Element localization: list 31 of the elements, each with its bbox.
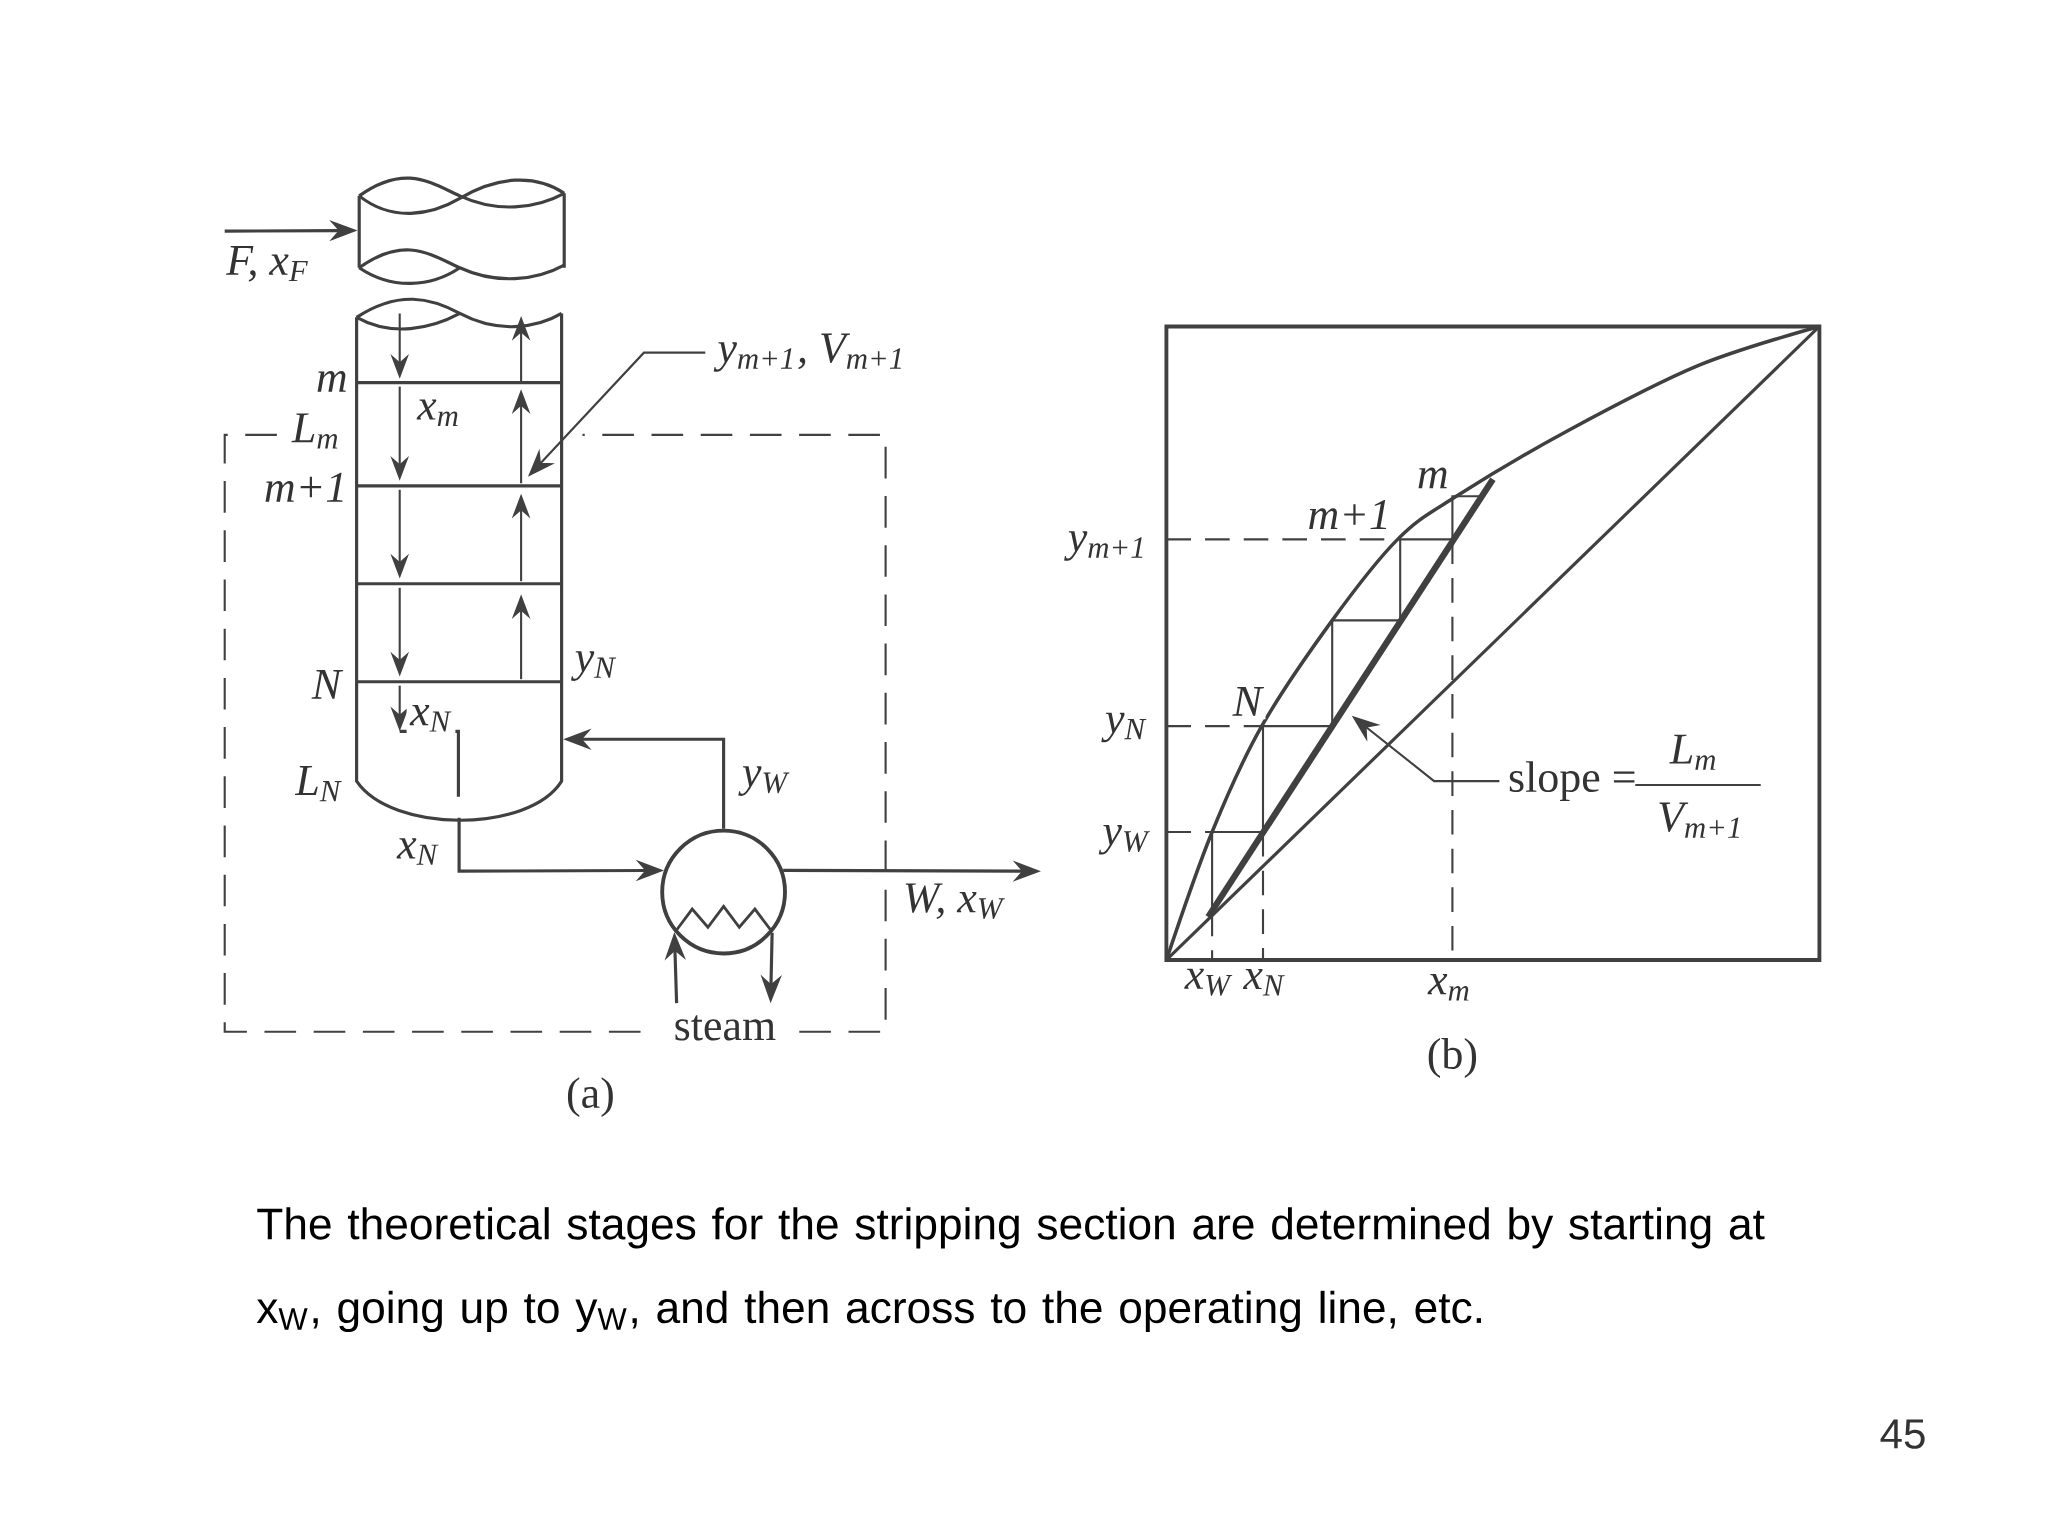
edge-label: W, x$_{W}$: [905, 883, 1005, 919]
stream-label: steam: [663, 1004, 787, 1051]
edge-label: F, x$_{F}$: [226, 246, 308, 282]
reboiler-drawing: [660, 828, 787, 956]
stream-label: x$_{N}$: [406, 701, 456, 736]
panel-label: (b): [1423, 1034, 1482, 1082]
axis-label: y$_{W}$: [1098, 821, 1153, 859]
axis-label: y$_{m+1}$: [1064, 527, 1151, 565]
axis-label: y$_{N}$: [1101, 709, 1151, 746]
stream-label: L$_{N}$: [291, 762, 346, 805]
column-drawing: [355, 297, 564, 822]
panel-label: (a): [562, 1073, 619, 1121]
edge-label: y$_{W}$: [738, 766, 790, 796]
axis-label: x$_{m}$: [1424, 970, 1476, 1005]
page-number: 45: [1876, 1415, 1930, 1453]
axis-label: x$_{W}$: [1181, 965, 1236, 1000]
axis-label: x$_{N}$: [1239, 965, 1289, 999]
stream-label: L$_{m}$: [288, 409, 344, 453]
stream-label: y$_{N}$: [571, 647, 620, 685]
slope-label: slope = L$_{m}$ V$_{m+1}$: [1509, 734, 1761, 838]
stream-label: N: [1229, 683, 1266, 720]
stream-label: m: [312, 367, 352, 396]
stream-label: m+1: [260, 469, 351, 506]
stream-label: N: [308, 666, 345, 703]
stream-label: x$_{m}$: [413, 395, 465, 430]
caption: The theoretical stages for the stripping section are determined by starting at x$_{W}$, going up to y$_{W}$, and then across to the operating line, etc.: [256, 1207, 1765, 1333]
stream-label: y$_{m+1}$, V$_{m+1}$: [706, 323, 917, 383]
stream-label: m+1: [1304, 496, 1395, 533]
edge-label: x$_{N}$: [396, 838, 439, 865]
stream-label: m: [1413, 464, 1453, 492]
column-drawing: [357, 176, 566, 285]
